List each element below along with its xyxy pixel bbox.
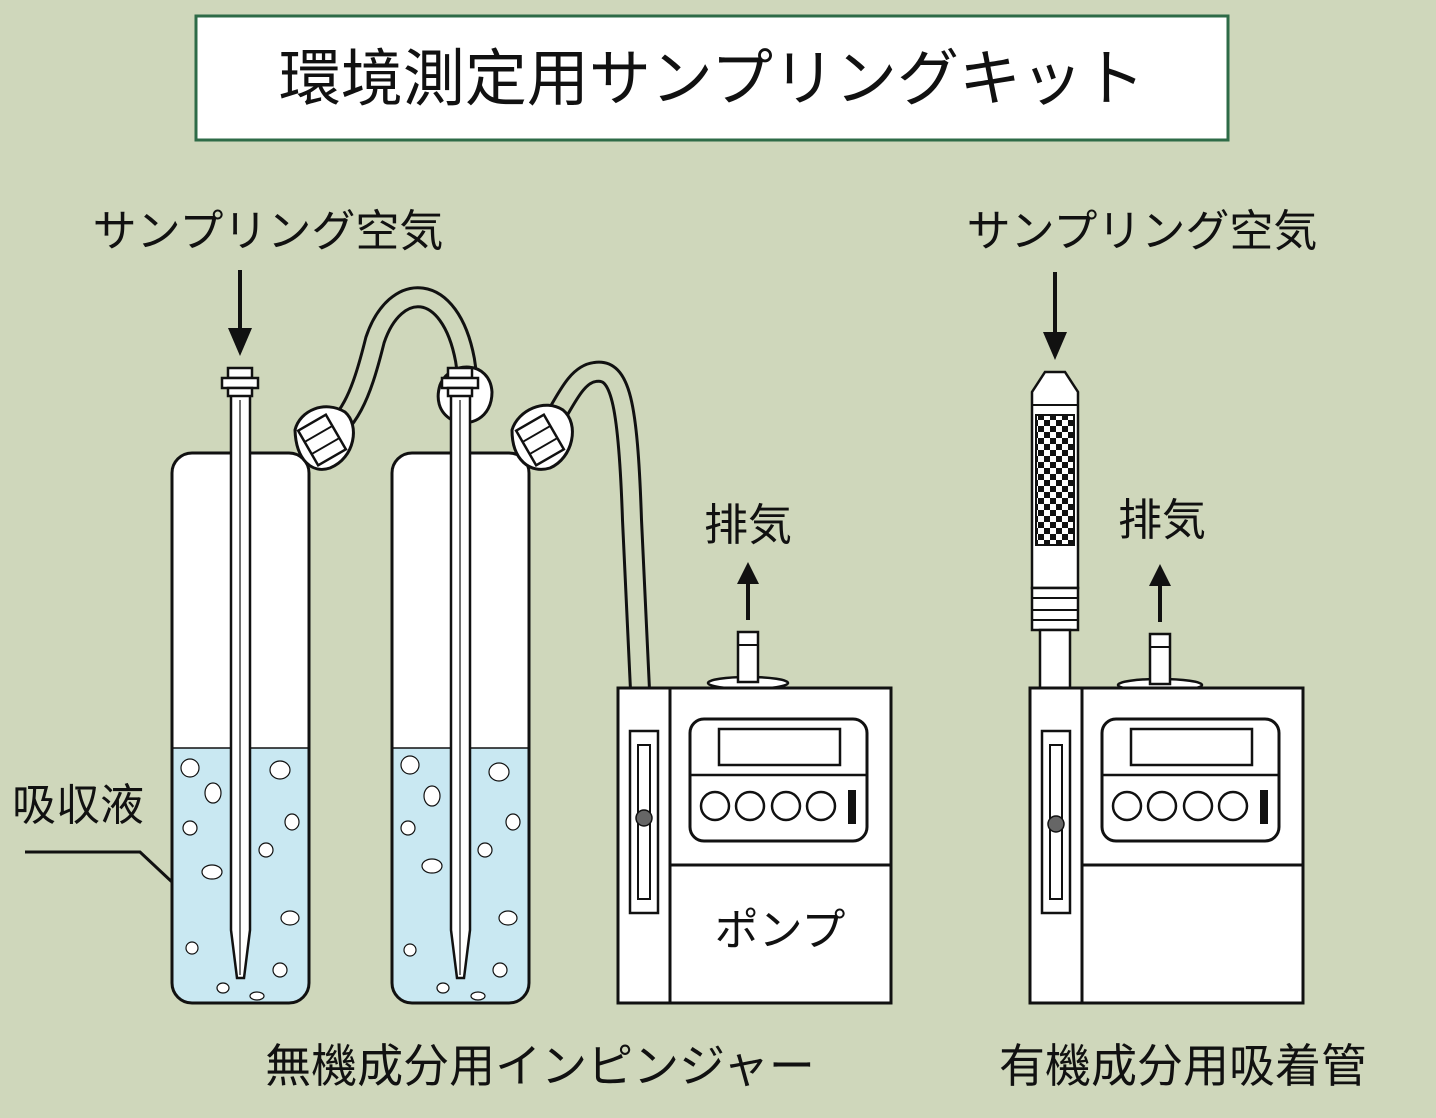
exhaust-label-left: 排気 — [704, 500, 792, 551]
absorbing-liquid-label: 吸収液 — [12, 780, 144, 831]
impinger-inner-tube-2 — [440, 366, 480, 980]
pump-unit-left: ポンプ — [616, 630, 893, 1005]
exhaust-arrow-left-icon — [737, 562, 759, 620]
control-button-right-4 — [1217, 790, 1249, 822]
page-title: 環境測定用サンプリングキット — [279, 42, 1145, 115]
control-button-right-1 — [1111, 790, 1143, 822]
impinger-inner-tube-1 — [220, 366, 260, 980]
adsorption-tube — [1030, 370, 1080, 690]
control-button-left-3 — [770, 790, 802, 822]
control-button-right-2 — [1146, 790, 1178, 822]
inflow-arrow-left-icon — [228, 270, 252, 356]
inflow-arrow-right-icon — [1043, 272, 1067, 360]
control-button-left-1 — [699, 790, 731, 822]
pump-label: ポンプ — [715, 905, 846, 956]
pump-unit-right — [1028, 632, 1305, 1005]
display-screen-left — [717, 727, 842, 767]
sampling-air-label-right: サンプリング空気 — [967, 206, 1318, 257]
control-button-right-3 — [1182, 790, 1214, 822]
caption-inorganic-impinger: 無機成分用インピンジャー — [265, 1039, 815, 1093]
adsorbent-packing — [1035, 414, 1075, 546]
side-connector-1 — [296, 412, 348, 468]
control-button-left-2 — [734, 790, 766, 822]
absorbing-liquid-leader-line — [25, 850, 174, 884]
bubbles-2 — [400, 755, 521, 1001]
side-connector-2 — [514, 412, 566, 468]
exhaust-label-right: 排気 — [1118, 495, 1206, 546]
switch-right — [1260, 790, 1268, 824]
title-box: 環境測定用サンプリングキット — [194, 14, 1230, 142]
control-button-left-4 — [805, 790, 837, 822]
sampling-air-label-left: サンプリング空気 — [93, 206, 444, 257]
switch-left — [848, 790, 856, 824]
exhaust-arrow-right-icon — [1149, 564, 1171, 622]
connecting-tube-2 — [510, 360, 651, 701]
caption-organic-adsorption-tube: 有機成分用吸着管 — [999, 1039, 1367, 1093]
display-screen-right — [1129, 727, 1254, 767]
bubbles-1 — [180, 758, 300, 1001]
